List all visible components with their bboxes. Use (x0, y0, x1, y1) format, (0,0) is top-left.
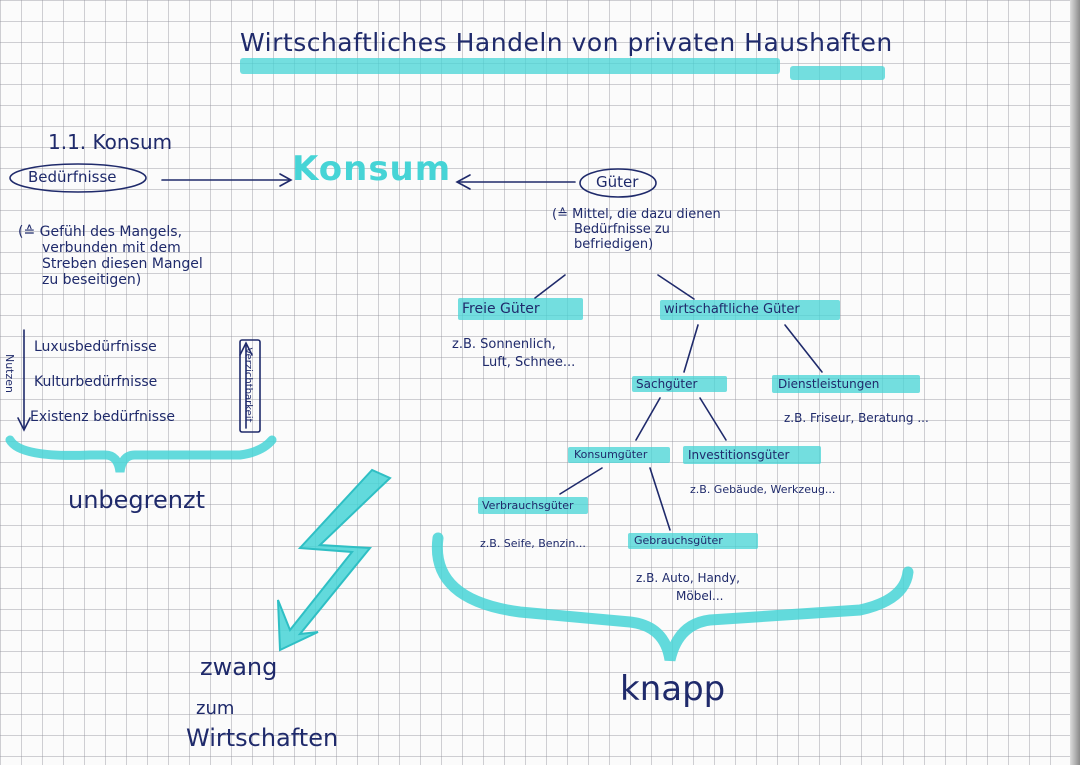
result-knapp: knapp (620, 669, 726, 709)
gueter-definition: (≙ Mittel, die dazu dienen Bedürfnisse z… (552, 208, 721, 251)
dienstleistungen-highlight (772, 375, 920, 393)
gebrauchsgueter-example-2: Möbel... (676, 589, 724, 603)
pyramid-existenz: Existenz bedürfnisse (30, 409, 175, 425)
gebrauchsgueter-example-1: z.B. Auto, Handy, (636, 571, 740, 585)
nutzen-axis-arrowhead (17, 417, 31, 432)
title-highlight (240, 58, 780, 74)
section-heading: 1.1. Konsum (48, 130, 173, 154)
konsumgueter: Konsumgüter (574, 448, 648, 461)
wirtschaftliche-gueter-highlight (660, 300, 840, 320)
tree-line-4 (784, 324, 823, 373)
beduerfnisse-definition: (≙ Gefühl des Mangels, verbunden mit dem… (18, 225, 203, 287)
verzicht-axis-arrowhead (239, 341, 253, 356)
pyramid-kultur: Kulturbedürfnisse (34, 374, 158, 390)
beduerfnisse-def-line: verbunden mit dem (42, 240, 181, 256)
freie-gueter-example-2: Luft, Schnee... (482, 355, 576, 370)
beduerfnisse-def-line: (≙ Gefühl des Mangels, (18, 224, 183, 240)
konsumgueter-highlight (568, 447, 670, 463)
axis-label-nutzen: Nutzen (3, 353, 17, 394)
center-konsum: Konsum (292, 149, 452, 189)
tree-line-6 (699, 397, 727, 441)
left-brace (5, 435, 277, 473)
axis-label-verzichtbarkeit: Verzichtbarkeit (242, 347, 254, 423)
gueter-oval (579, 168, 657, 198)
right-brace (431, 532, 914, 662)
bottom-zum: zum (196, 698, 235, 719)
bottom-zwang: zwang (200, 653, 278, 681)
gueter-def-line: befriedigen) (574, 237, 654, 252)
wirtschaftliche-gueter: wirtschaftliche Güter (664, 302, 800, 317)
investitionsgueter: Investitionsgüter (688, 448, 790, 462)
bottom-wirtschaften: Wirtschaften (186, 724, 339, 752)
gebrauchsgueter: Gebrauchsgüter (634, 534, 723, 547)
gueter-def-line: Bedürfnisse zu (574, 222, 670, 237)
freie-gueter: Freie Güter (462, 301, 540, 317)
title-highlight-tail (790, 66, 885, 80)
gueter-node: Güter (596, 173, 639, 191)
investitionsgueter-highlight (683, 446, 821, 464)
tree-line-5 (635, 397, 661, 441)
pyramid-luxus: Luxusbedürfnisse (34, 339, 157, 355)
freie-gueter-highlight (458, 298, 583, 320)
highlight-strokes (240, 58, 920, 549)
beduerfnisse-def-line: Streben diesen Mangel (42, 256, 203, 272)
beduerfnisse-node: Bedürfnisse (28, 168, 117, 186)
tree-line-2 (657, 274, 695, 300)
sachgueter: Sachgüter (636, 377, 698, 391)
page-title: Wirtschaftliches Handeln von privaten Ha… (240, 28, 893, 57)
dienstleistungen: Dienstleistungen (778, 377, 880, 391)
verbrauchsgueter-examples: z.B. Seife, Benzin... (480, 537, 586, 550)
tree-line-7 (559, 467, 603, 495)
tree-line-3 (683, 324, 699, 373)
page-edge-shadow (1070, 0, 1080, 765)
arrowhead-left (279, 173, 293, 187)
beduerfnisse-oval (9, 163, 147, 193)
arrowhead-right (455, 174, 471, 190)
dienstleistungen-examples: z.B. Friseur, Beratung ... (784, 411, 929, 425)
beduerfnisse-def-line: zu beseitigen) (42, 272, 142, 288)
verbrauchsgueter-highlight (478, 497, 588, 514)
gueter-def-line: (≙ Mittel, die dazu dienen (552, 207, 721, 222)
sachgueter-highlight (632, 376, 727, 392)
tree-line-1 (534, 274, 566, 299)
investitionsgueter-examples: z.B. Gebäude, Werkzeug... (690, 483, 836, 496)
result-unbegrenzt: unbegrenzt (68, 486, 205, 514)
verzicht-box (239, 339, 261, 433)
freie-gueter-example-1: z.B. Sonnenlich, (452, 337, 556, 352)
verbrauchsgueter: Verbrauchsgüter (482, 499, 574, 512)
tree-line-8 (649, 467, 671, 531)
lightning-arrow (277, 468, 392, 652)
gebrauchsgueter-highlight (628, 533, 758, 549)
